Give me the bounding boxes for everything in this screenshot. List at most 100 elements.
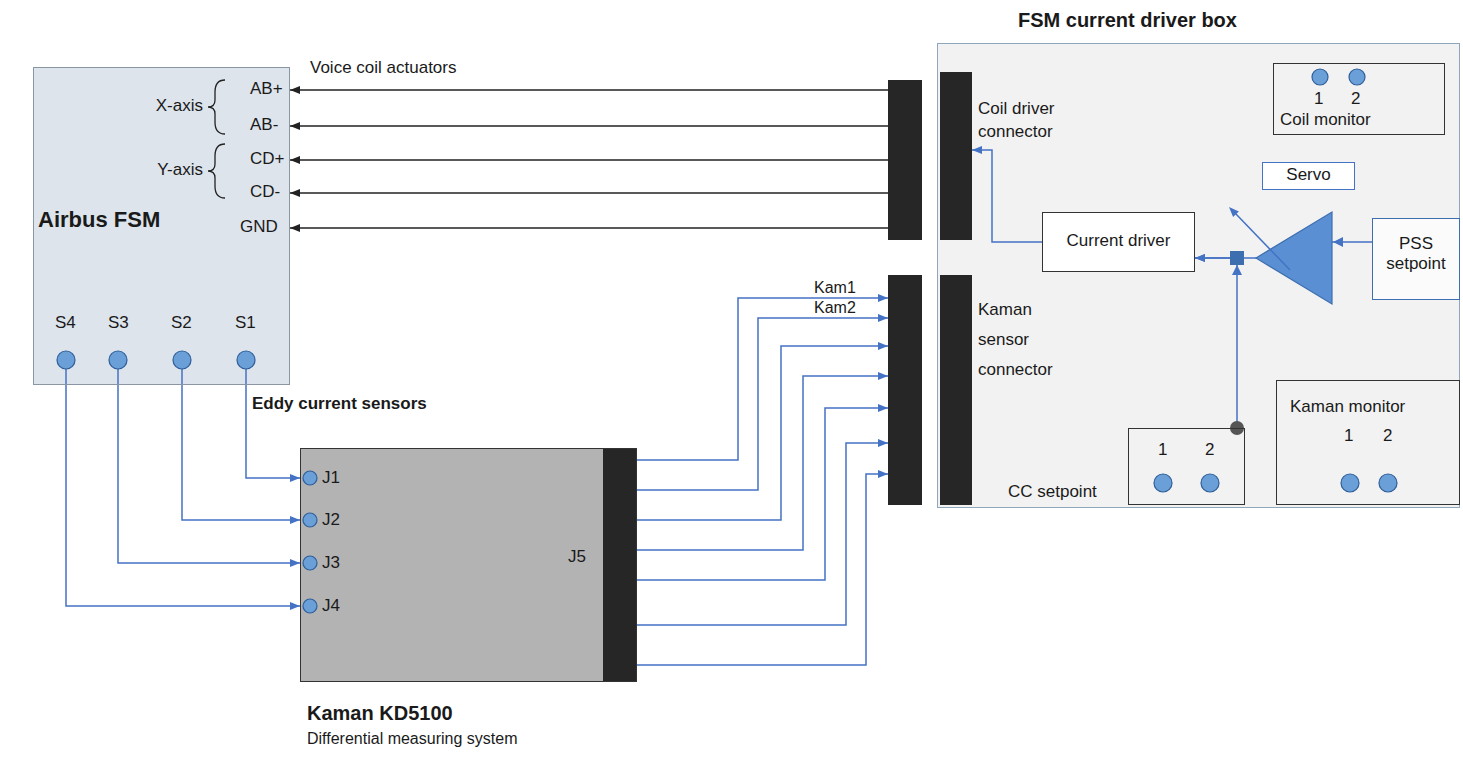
signal-wire [637,298,888,460]
connector-bar [888,80,922,240]
box-fill [1276,380,1460,505]
driver-block: Current driver [1042,212,1195,272]
test-point [1349,69,1365,85]
signal-wire [290,192,888,194]
jack-label: J4 [322,596,340,616]
group-label: Eddy current sensors [252,394,427,414]
axis-label: Y-axis [133,160,203,180]
box-fill [1273,63,1445,135]
node-subtitle: Differential measuring system [307,729,517,748]
node-title: Kaman KD5100 [307,701,453,725]
input-jack [303,471,317,485]
signal-label: Kam2 [812,300,858,316]
box-fill [1042,212,1195,272]
group-label: Voice coil actuators [310,58,456,78]
node-title: FSM current driver box [1018,8,1237,32]
connector-bar [940,275,972,505]
amplifier-symbol [1256,212,1332,304]
test-point [1154,474,1172,492]
pin-label: GND [240,217,278,237]
channel-number: 2 [1351,89,1360,109]
axis-label: X-axis [133,96,203,116]
arrow-head [1232,265,1242,275]
servo-box: Servo [1262,162,1355,190]
axis-brace [208,80,225,134]
monitor-box: 1 2Coil monitor [1273,63,1445,135]
arrow-head [1229,207,1239,217]
connector: Kaman sensor connector [888,275,972,505]
channel-number: 2 [1383,426,1392,446]
setpoint-box: PSS setpoint [1372,218,1460,300]
pin-label: AB+ [250,79,283,99]
signal-wire [290,159,888,161]
jack-label: J5 [568,547,586,567]
test-point [1201,474,1219,492]
sensor-port [109,351,127,369]
setpoint-box: 12CC setpoint [1128,428,1245,505]
node-label: Coil driver connector [978,98,1088,144]
box-fill [1372,218,1460,300]
box-fill [1128,428,1245,505]
channel-number: 1 [1344,426,1353,446]
pin-label: CD- [250,182,280,202]
measuring-unit: Kaman KD5100Differential measuring syste… [300,448,637,682]
sensor-label: S3 [108,313,129,333]
jack-label: J3 [322,553,340,573]
sensor-label: S2 [171,313,192,333]
box-fill [1262,162,1355,190]
jack-label: J1 [322,468,340,488]
axis-brace [208,144,225,198]
input-jack [303,599,317,613]
connector-strip [603,448,637,682]
node-label: PSS setpoint [1378,234,1454,275]
pin-label: AB- [250,115,278,135]
sensor-lead [245,369,247,385]
node-label: Current driver [1067,231,1171,251]
pin-label: CD+ [250,149,284,169]
signal-wire [637,408,888,580]
node-title: Airbus FSM [38,207,160,233]
sensor-port [57,351,75,369]
sensor-port [173,351,191,369]
jack-label: J2 [322,510,340,530]
connector-bar [888,275,922,505]
node-label: Kaman monitor [1290,397,1405,417]
sensor-label: S1 [235,313,256,333]
signal-wire [637,376,888,550]
unit-fill [300,448,637,682]
housing-fill [33,67,290,385]
connector-bar [940,72,972,240]
node-label: Servo [1286,165,1330,185]
node-label: Kaman sensor connector [978,295,1066,384]
box-fill [937,43,1460,508]
summing-junction [1230,251,1244,265]
connector: Coil driver connector [888,72,972,240]
channel-number: 1 [1314,89,1323,109]
signal-label: Kam1 [812,280,858,296]
channel-number: 2 [1205,440,1214,460]
signal-wire [637,474,888,665]
arrow-head [1333,237,1343,247]
channel-number: 1 [1158,440,1167,460]
signal-wire [290,89,888,91]
signal-wire [290,125,888,127]
signal-wire [637,318,888,490]
sensor-port [237,351,255,369]
test-point [1379,474,1397,492]
sensor-lead [65,369,67,385]
signal-wire [1195,258,1237,428]
driver-enclosure: Coil driver connector12Coil monitorServo… [937,43,1460,508]
node-label: Coil monitor [1280,110,1371,130]
signal-wire [290,227,888,229]
signal-wire [637,443,888,625]
signal-wire [66,385,300,606]
signal-wire [972,150,1042,242]
test-point [1341,474,1359,492]
sensor-label: S4 [55,313,76,333]
test-point [1312,69,1328,85]
sensor-lead [117,369,119,385]
input-jack [303,556,317,570]
